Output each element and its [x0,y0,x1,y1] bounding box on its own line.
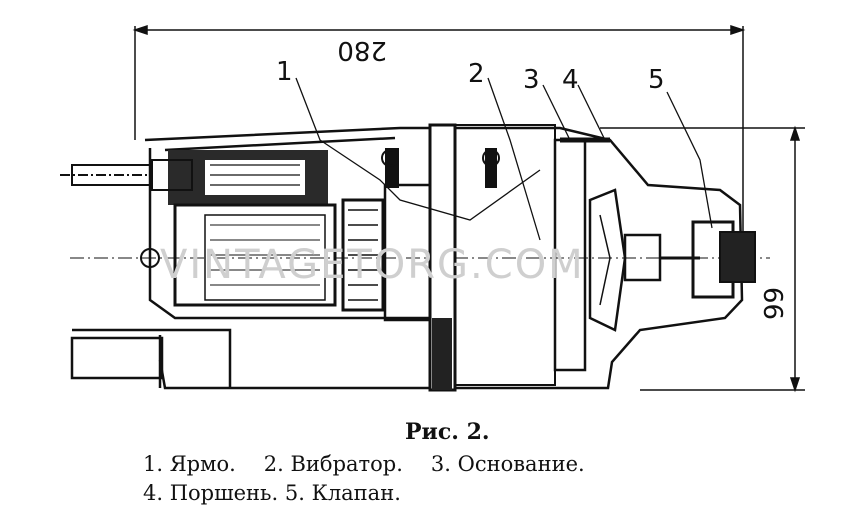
figure-caption-title: Рис. 2. [405,419,490,445]
callout-leaders [295,77,713,241]
legend-item-valve: 5. Клапан. [284,481,401,505]
callout-3: 3 [523,65,540,95]
callout-2: 2 [468,59,485,89]
length-dimension [132,24,746,240]
legend-item-yoke: 1. Ярмо. [143,452,236,476]
valve [691,220,756,299]
piston [588,188,700,332]
callout-4: 4 [562,65,579,95]
mounting-lug [140,149,500,268]
legend-row: 4. Поршень. 5. Клапан. [143,481,401,505]
yoke [168,150,337,307]
height-dimension-label: 99 [760,287,790,320]
legend-item-base: 3. Основание. [430,452,585,476]
length-dimension-label: 280 [337,35,387,65]
legend-row: 1. Ярмо. 2. Вибратор. 3. Основание. [143,452,613,476]
legend-item-vibrator: 2. Вибратор. [263,452,403,476]
callout-1: 1 [276,57,293,87]
watermark: VINTAGETORG.COM [160,242,585,288]
technical-drawing: 280 99 [60,24,805,393]
outlet-pipe [70,328,232,388]
legend-item-piston: 4. Поршень. [143,481,279,505]
callout-5: 5 [648,65,665,95]
upper-pipe [60,159,193,191]
height-dimension [600,125,805,393]
